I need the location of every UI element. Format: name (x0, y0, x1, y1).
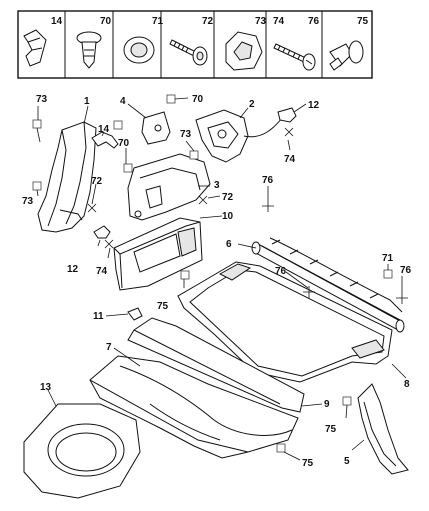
legend-code-76: 76 (308, 16, 320, 27)
callout-labels: 73 1 14 70 4 70 73 2 12 74 73 72 3 72 10… (22, 94, 412, 469)
fastener-legend: 14 70 71 72 73 74 76 75 (17, 10, 373, 79)
callout-2: 2 (249, 99, 255, 110)
legend-code-75: 75 (357, 16, 369, 27)
callout-70-left: 70 (118, 138, 130, 149)
part-13-spare-wheel-mat (23, 403, 141, 499)
callout-76-middle: 76 (275, 266, 287, 277)
part-10-storage-bin (113, 217, 203, 291)
callout-75-upper: 75 (157, 301, 169, 312)
part-3-side-panel (127, 153, 211, 221)
callout-73-top-left: 73 (36, 94, 48, 105)
edge-clip-icon (225, 31, 263, 71)
callout-14: 14 (98, 124, 110, 135)
clip-bracket-icon (23, 29, 47, 67)
callout-13: 13 (40, 382, 52, 393)
part-7-trunk-floor (89, 355, 299, 459)
part-1-pillar-trim (37, 121, 97, 233)
part-6-luggage-cover-roller (251, 237, 405, 333)
callout-4: 4 (120, 96, 126, 107)
legend-code-71: 71 (152, 16, 164, 27)
part-9-shelf-board (127, 317, 305, 413)
legend-code-72: 72 (202, 16, 214, 27)
fastener-markers (87, 127, 408, 304)
callout-74-left: 74 (96, 266, 108, 277)
callout-8: 8 (404, 379, 410, 390)
callout-72-left: 72 (91, 176, 103, 187)
callout-75-bottom: 75 (302, 458, 314, 469)
callout-76-top: 76 (262, 175, 274, 186)
callout-5: 5 (344, 456, 350, 467)
part-12-plug-lower (93, 225, 111, 239)
plastic-rivet-icon (329, 40, 364, 71)
part-4-bracket (141, 111, 171, 145)
callout-12-top: 12 (308, 100, 320, 111)
part-5-corner-trim (357, 383, 409, 475)
callout-73-middle: 73 (180, 129, 192, 140)
callout-74-right: 74 (284, 154, 296, 165)
callout-10: 10 (222, 211, 234, 222)
callout-76-right: 76 (400, 265, 412, 276)
callout-71: 71 (382, 253, 394, 264)
legend-code-74: 74 (273, 16, 285, 27)
callout-1: 1 (84, 96, 90, 107)
grommet-icon (123, 36, 155, 64)
callout-70-top: 70 (192, 94, 204, 105)
callout-73-left-low: 73 (22, 196, 34, 207)
callout-3: 3 (214, 180, 220, 191)
part-11-clip (127, 307, 143, 321)
callout-75-right: 75 (325, 424, 337, 435)
legend-code-14: 14 (51, 16, 63, 27)
part-12-plug-upper (277, 107, 297, 123)
screw-with-washer-icon (169, 39, 208, 66)
legend-code-73: 73 (255, 16, 267, 27)
push-rivet-icon (76, 31, 102, 69)
callout-6: 6 (226, 239, 232, 250)
part-2-latch (195, 109, 283, 163)
callout-11: 11 (93, 311, 104, 322)
callout-9: 9 (324, 399, 330, 410)
legend-code-70: 70 (100, 16, 112, 27)
callout-72-right: 72 (222, 192, 234, 203)
callout-7: 7 (106, 342, 112, 353)
reference-leaders (32, 94, 407, 461)
part-8-floor-panel (177, 261, 393, 383)
callout-12-bottom: 12 (67, 264, 79, 275)
self-tapping-screw-icon (273, 43, 316, 71)
